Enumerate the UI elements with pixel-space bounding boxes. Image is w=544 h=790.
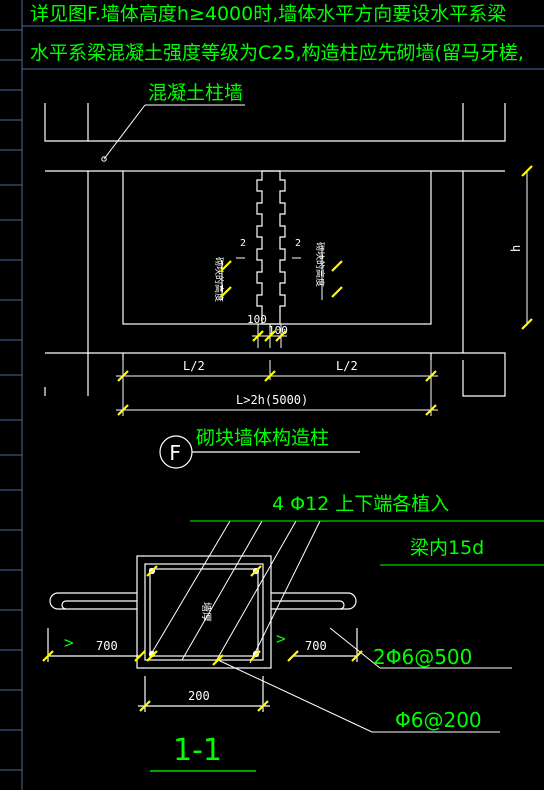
dimension-tick	[521, 165, 533, 177]
total-length: L>2h(5000)	[236, 393, 308, 407]
width-label: 200	[188, 689, 210, 703]
dimension-tick	[264, 370, 276, 382]
dim-700-right: 700	[305, 639, 327, 653]
note-line-1: 详见图F.墙体高度h≥4000时,墙体水平方向要设水平系梁	[30, 3, 506, 25]
dimension-ticks	[42, 165, 533, 712]
tie-label: 2Φ6@500	[373, 645, 472, 669]
toothed-column	[256, 171, 263, 324]
gt-mark-right: >	[276, 629, 286, 648]
dim-100-left: 100	[247, 313, 267, 326]
detail-title: 砌块墙体构造柱	[196, 427, 329, 449]
dimension-tick	[212, 654, 224, 666]
dimension-tick	[146, 650, 158, 662]
dimension-tick	[250, 565, 262, 577]
left-vertical-note: 砌块的高度	[213, 257, 225, 302]
detail-letter: F	[169, 441, 181, 465]
gt-mark-left: >	[64, 633, 74, 652]
dimension-tick	[264, 330, 276, 342]
dimension-tick	[252, 330, 264, 342]
dim-700-left: 700	[96, 639, 118, 653]
dimension-tick	[521, 318, 533, 330]
dimension-tick	[134, 650, 146, 662]
note-line-2: 水平系梁混凝土强度等级为C25,构造柱应先砌墙(留马牙槎,	[30, 42, 524, 64]
section-mark-right: 2	[295, 238, 301, 249]
column-text: 墙厚	[200, 602, 213, 622]
wall-elevation	[44, 103, 506, 397]
dimension-tick	[249, 650, 261, 662]
dimension-tick	[425, 370, 437, 382]
anchor-label: 梁内15d	[410, 537, 484, 559]
callout-leader	[101, 104, 245, 162]
dimension-tick	[220, 286, 232, 298]
height-label: h	[509, 245, 523, 252]
section-leaders	[149, 520, 512, 733]
dimension-tick	[117, 370, 129, 382]
dimension-tick	[257, 700, 269, 712]
dimension-tick	[331, 260, 343, 272]
stirrup-label: Φ6@200	[395, 708, 482, 732]
dimension-tick	[42, 650, 54, 662]
dimension-tick	[275, 330, 287, 342]
detail-marker	[159, 435, 360, 469]
section-mark-left: 2	[240, 238, 246, 249]
section-title: 1-1	[173, 733, 222, 768]
dimension-tick	[425, 404, 437, 416]
dimension-tick	[139, 700, 151, 712]
right-vertical-note: 砌块的高度	[314, 242, 326, 287]
dimension-tick	[287, 650, 299, 662]
rebar-label: 4 Φ12 上下端各植入	[272, 493, 449, 515]
block-height-markers	[221, 245, 323, 300]
dimension-tick	[331, 286, 343, 298]
half-length-right: L/2	[336, 359, 358, 373]
callout-label: 混凝土柱墙	[148, 82, 243, 104]
half-length-left: L/2	[183, 359, 205, 373]
dimension-tick	[117, 404, 129, 416]
dimension-tick	[351, 650, 363, 662]
length-dimensions	[116, 360, 438, 416]
dimension-tick	[146, 565, 158, 577]
dimension-tick	[220, 260, 232, 272]
